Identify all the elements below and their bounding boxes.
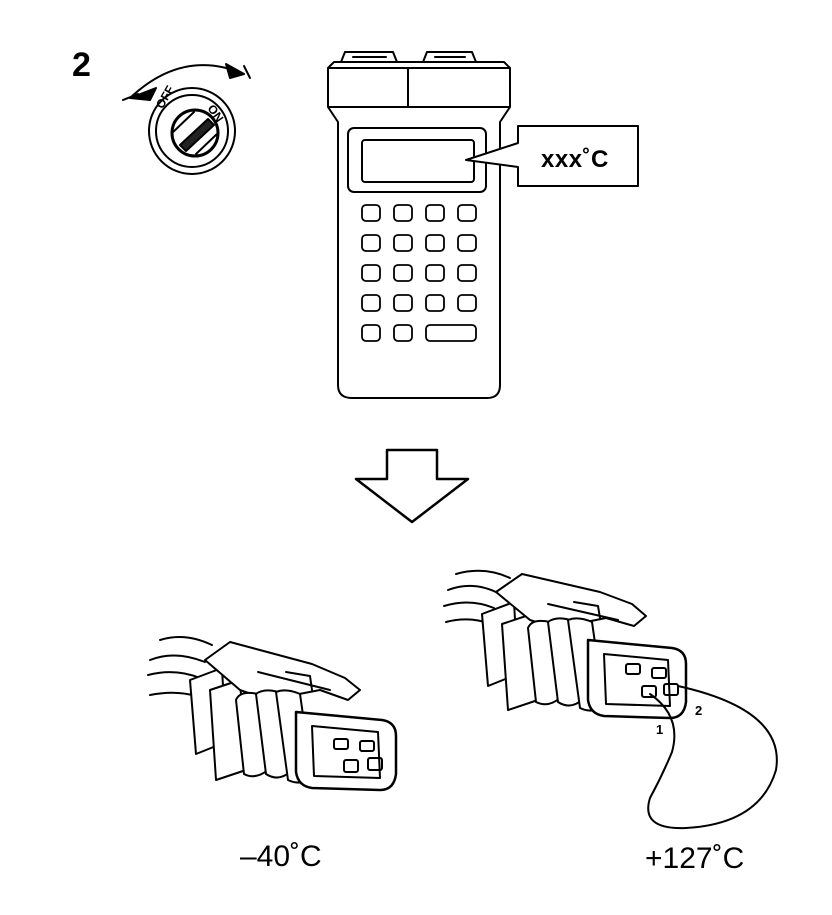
connector-open-icon [147,635,398,792]
step-number: 2 [72,46,91,84]
readout-callout [465,125,639,187]
ignition-switch-icon [122,63,251,175]
connector-jumpered-icon [443,569,778,830]
scan-tool-readout: xxx˚C [541,146,609,173]
pin-1-label: 1 [656,722,664,737]
jumpered-reading: +127˚C [645,842,745,875]
down-arrow-icon [354,448,470,524]
scan-tool-icon [327,51,511,399]
pin-2-label: 2 [695,703,703,718]
open-circuit-reading: –40˚C [240,840,322,873]
